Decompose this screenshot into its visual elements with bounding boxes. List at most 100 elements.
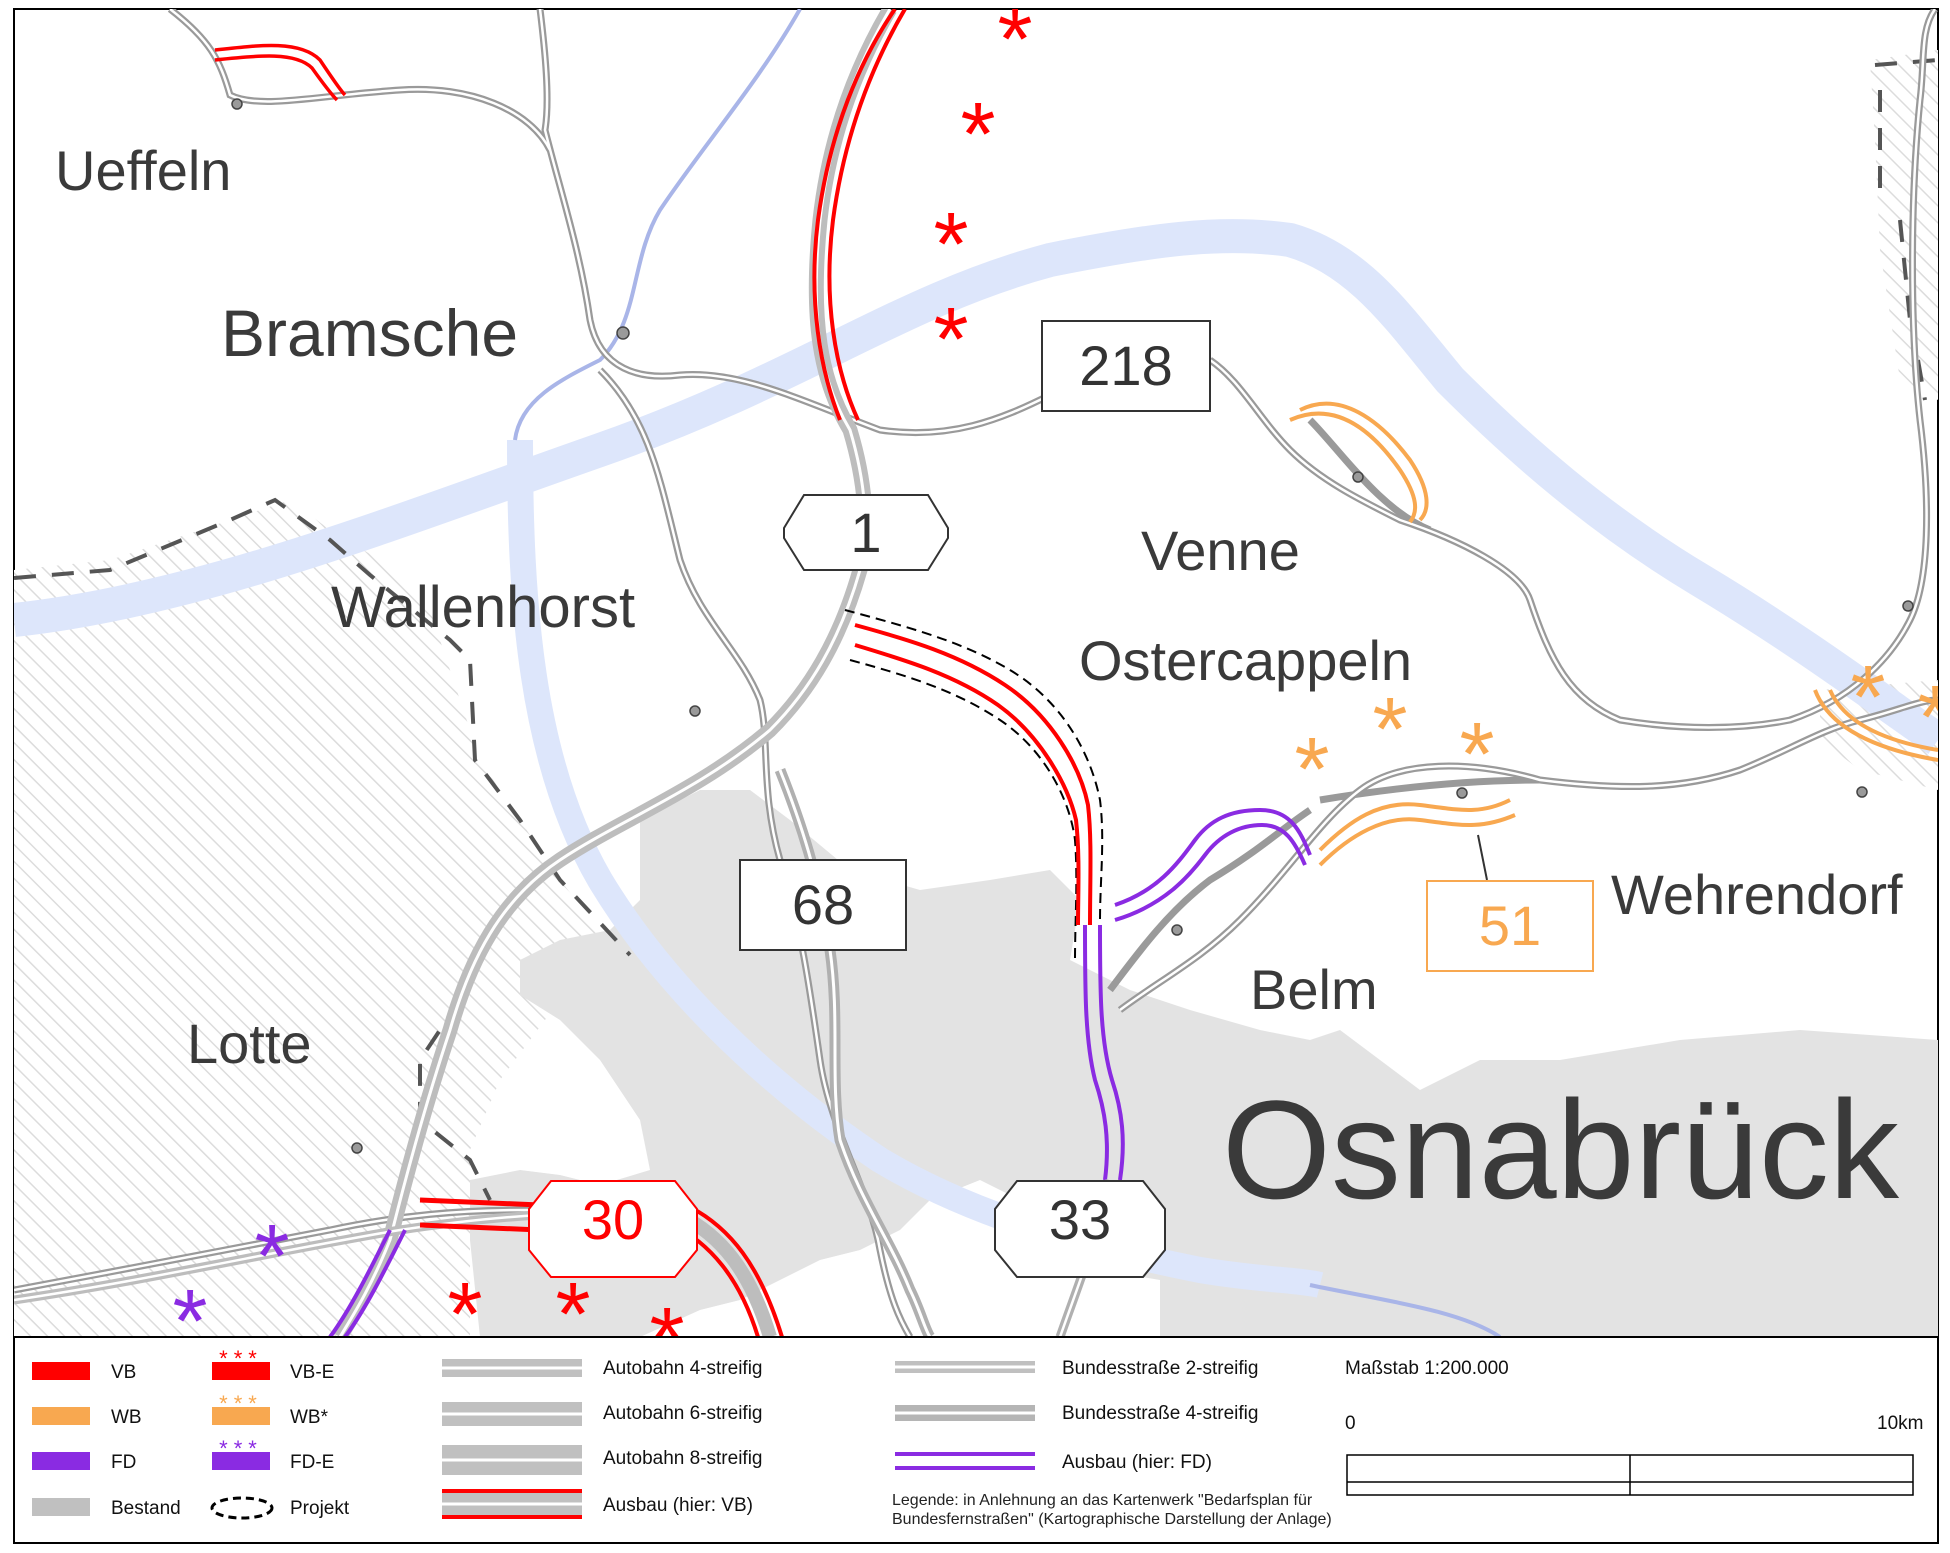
legend-label-vb: VB bbox=[111, 1362, 136, 1383]
place-belm: Belm bbox=[1250, 958, 1378, 1021]
vb-e-star-1: * bbox=[997, 0, 1032, 90]
vb-e-star-3: * bbox=[933, 195, 968, 295]
legend-swatch-wb-star bbox=[212, 1407, 270, 1425]
fd-e-star-2: * bbox=[172, 1272, 207, 1372]
fd-e-asterisks: * * bbox=[172, 1207, 289, 1372]
a33-vb-line-1 bbox=[854, 623, 1093, 926]
hatched-area-lotte bbox=[14, 500, 640, 1337]
legend-swatch-autobahn4 bbox=[442, 1359, 582, 1377]
legend-swatch-bundes4 bbox=[895, 1405, 1035, 1421]
a1-vb-west-line bbox=[812, 9, 897, 421]
autobahn-a1-core bbox=[338, 9, 892, 1337]
legend-swatch-fd bbox=[32, 1452, 90, 1470]
shield-a30: 30 bbox=[528, 1180, 698, 1278]
legend-swatch-ausbau-vb bbox=[442, 1489, 582, 1519]
fd-segment-southwest bbox=[328, 1229, 407, 1337]
legend-swatch-autobahn6 bbox=[442, 1402, 582, 1426]
wb-star-4: * bbox=[1850, 648, 1885, 748]
wb-star-3: * bbox=[1459, 705, 1494, 805]
project-outline-west bbox=[844, 609, 1104, 921]
legend-swatch-vb bbox=[32, 1362, 90, 1380]
legend-label-autobahn8: Autobahn 8-streifig bbox=[603, 1448, 763, 1469]
wb-segment-venne-2 bbox=[1289, 411, 1418, 524]
place-lotte: Lotte bbox=[187, 1012, 312, 1075]
wb-segment-east bbox=[1813, 689, 1938, 762]
canal-mittellandkanal bbox=[14, 219, 1938, 754]
legend-swatch-fd-e bbox=[212, 1452, 270, 1470]
shield-a1-number: 1 bbox=[850, 501, 881, 564]
scale-end: 10km bbox=[1877, 1413, 1923, 1434]
legend-swatch-ausbau-fd bbox=[895, 1452, 1035, 1470]
wb-segment-b51-2 bbox=[1318, 813, 1516, 867]
shield-a33: 33 bbox=[994, 1180, 1166, 1278]
boundary-west bbox=[14, 497, 632, 957]
place-wehrendorf: Wehrendorf bbox=[1611, 863, 1903, 926]
scale-bar bbox=[1346, 1454, 1914, 1496]
shield-a1: 1 bbox=[783, 494, 949, 571]
legend-label-wb: WB bbox=[111, 1407, 142, 1428]
vb-e-star-4: * bbox=[933, 290, 968, 390]
settlement-dots bbox=[231, 98, 1914, 1154]
a33-fd-line-2 bbox=[1098, 924, 1125, 1181]
place-ueffeln: Ueffeln bbox=[55, 139, 231, 202]
legend-label-ausbau-vb: Ausbau (hier: VB) bbox=[603, 1495, 753, 1516]
legend-swatch-projekt bbox=[210, 1496, 274, 1520]
legend-label-projekt: Projekt bbox=[290, 1498, 350, 1519]
legend-label-fd-e: FD-E bbox=[290, 1452, 334, 1473]
river-east bbox=[1309, 1283, 1502, 1337]
wb-star-5: * bbox=[1917, 668, 1950, 768]
boundary-east bbox=[1874, 58, 1938, 401]
a33-vb-line-2 bbox=[854, 643, 1081, 926]
a30-vb-west bbox=[419, 1197, 541, 1233]
a33-fd-line-1 bbox=[1083, 924, 1109, 1181]
legend-swatch-bundes2 bbox=[895, 1361, 1035, 1373]
legend-note-line-2: Bundesfernstraßen" (Kartographische Dars… bbox=[892, 1511, 1332, 1528]
fd-e-star-1: * bbox=[254, 1207, 289, 1307]
shield-b51: 51 bbox=[1426, 834, 1594, 972]
legend-label-bundes2: Bundesstraße 2-streifig bbox=[1062, 1358, 1258, 1379]
vb-e-star-5: * bbox=[447, 1265, 482, 1365]
legend-swatch-autobahn8 bbox=[442, 1445, 582, 1475]
legend-swatch-wb bbox=[32, 1407, 90, 1425]
place-wallenhorst: Wallenhorst bbox=[331, 575, 635, 640]
legend-label-autobahn6: Autobahn 6-streifig bbox=[603, 1403, 763, 1424]
legend-label-bestand: Bestand bbox=[111, 1498, 181, 1519]
legend-swatch-vb-e bbox=[212, 1362, 270, 1380]
vb-segment-ueffeln bbox=[214, 43, 347, 102]
shield-a33-number: 33 bbox=[1049, 1188, 1111, 1251]
legend-label-fd: FD bbox=[111, 1452, 136, 1473]
place-venne: Venne bbox=[1141, 519, 1300, 582]
place-ostercappeln: Ostercappeln bbox=[1079, 629, 1412, 692]
wb-star-2: * bbox=[1372, 680, 1407, 780]
shield-b218-number: 218 bbox=[1079, 334, 1172, 397]
legend-swatch-bestand bbox=[32, 1498, 90, 1516]
wb-segment-venne-1 bbox=[1299, 401, 1429, 522]
legend-label-autobahn4: Autobahn 4-streifig bbox=[603, 1358, 763, 1379]
legend-label-vb-e: VB-E bbox=[290, 1362, 334, 1383]
legend-label-ausbau-fd: Ausbau (hier: FD) bbox=[1062, 1452, 1212, 1473]
legend-fd-e-stars: *** bbox=[219, 1436, 263, 1461]
fd-link-line-2 bbox=[1114, 822, 1307, 922]
river-hase-north bbox=[513, 9, 802, 441]
project-outline-east bbox=[849, 659, 1078, 961]
shield-b218: 218 bbox=[1041, 320, 1211, 412]
a1-vb-east-line bbox=[827, 9, 907, 421]
fd-link-line-1 bbox=[1114, 807, 1312, 907]
vb-e-star-7: * bbox=[649, 1290, 684, 1390]
vb-e-star-2: * bbox=[960, 85, 995, 185]
legend-label-wb-star: WB* bbox=[290, 1407, 329, 1428]
canal-stichkanal bbox=[507, 439, 1324, 1298]
scale-title: Maßstab 1:200.000 bbox=[1345, 1358, 1509, 1379]
legend: VB WB FD Bestand *** VB-E *** WB* *** FD… bbox=[32, 1346, 1923, 1528]
shield-b68: 68 bbox=[739, 859, 907, 951]
map-area: * * * * * * * * * * * * * * Ueffeln Bram… bbox=[14, 0, 1950, 1390]
legend-label-bundes4: Bundesstraße 4-streifig bbox=[1062, 1403, 1258, 1424]
wb-segment-b51-1 bbox=[1318, 798, 1511, 852]
shield-b51-number: 51 bbox=[1479, 894, 1541, 957]
scale-zero: 0 bbox=[1345, 1413, 1356, 1434]
legend-wb-stars: *** bbox=[219, 1391, 263, 1416]
shield-a30-number: 30 bbox=[582, 1188, 644, 1251]
place-osnabrueck: Osnabrück bbox=[1222, 1071, 1900, 1228]
